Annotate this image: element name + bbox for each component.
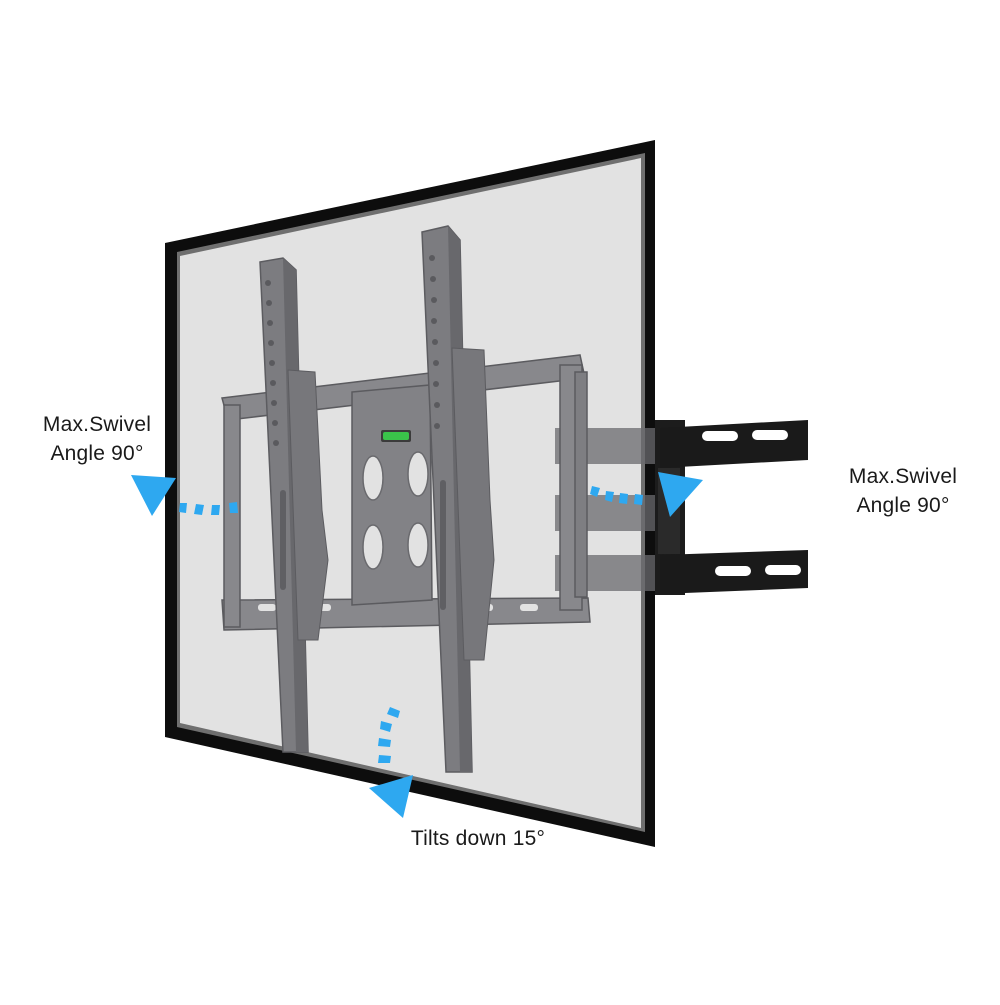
swivel-right-arrow-icon <box>590 472 703 517</box>
swivel-right-line1: Max.Swivel <box>848 465 958 488</box>
bubble-level <box>381 430 411 442</box>
swivel-left-line1: Max.Swivel <box>42 413 152 436</box>
tilt-down-arrow-icon <box>369 707 413 818</box>
vertical-bracket-left <box>259 257 329 753</box>
swivel-left-arrow-icon <box>131 475 238 516</box>
tilt-label: Tilts down 15° <box>388 824 568 853</box>
swivel-right-label: Max.Swivel Angle 90° <box>828 462 978 520</box>
swivel-right-line2: Angle 90° <box>856 494 950 517</box>
tilt-text: Tilts down 15° <box>410 827 546 850</box>
vertical-bracket-right <box>421 225 495 773</box>
swivel-left-label: Max.Swivel Angle 90° <box>22 410 172 468</box>
swivel-left-line2: Angle 90° <box>50 442 144 465</box>
